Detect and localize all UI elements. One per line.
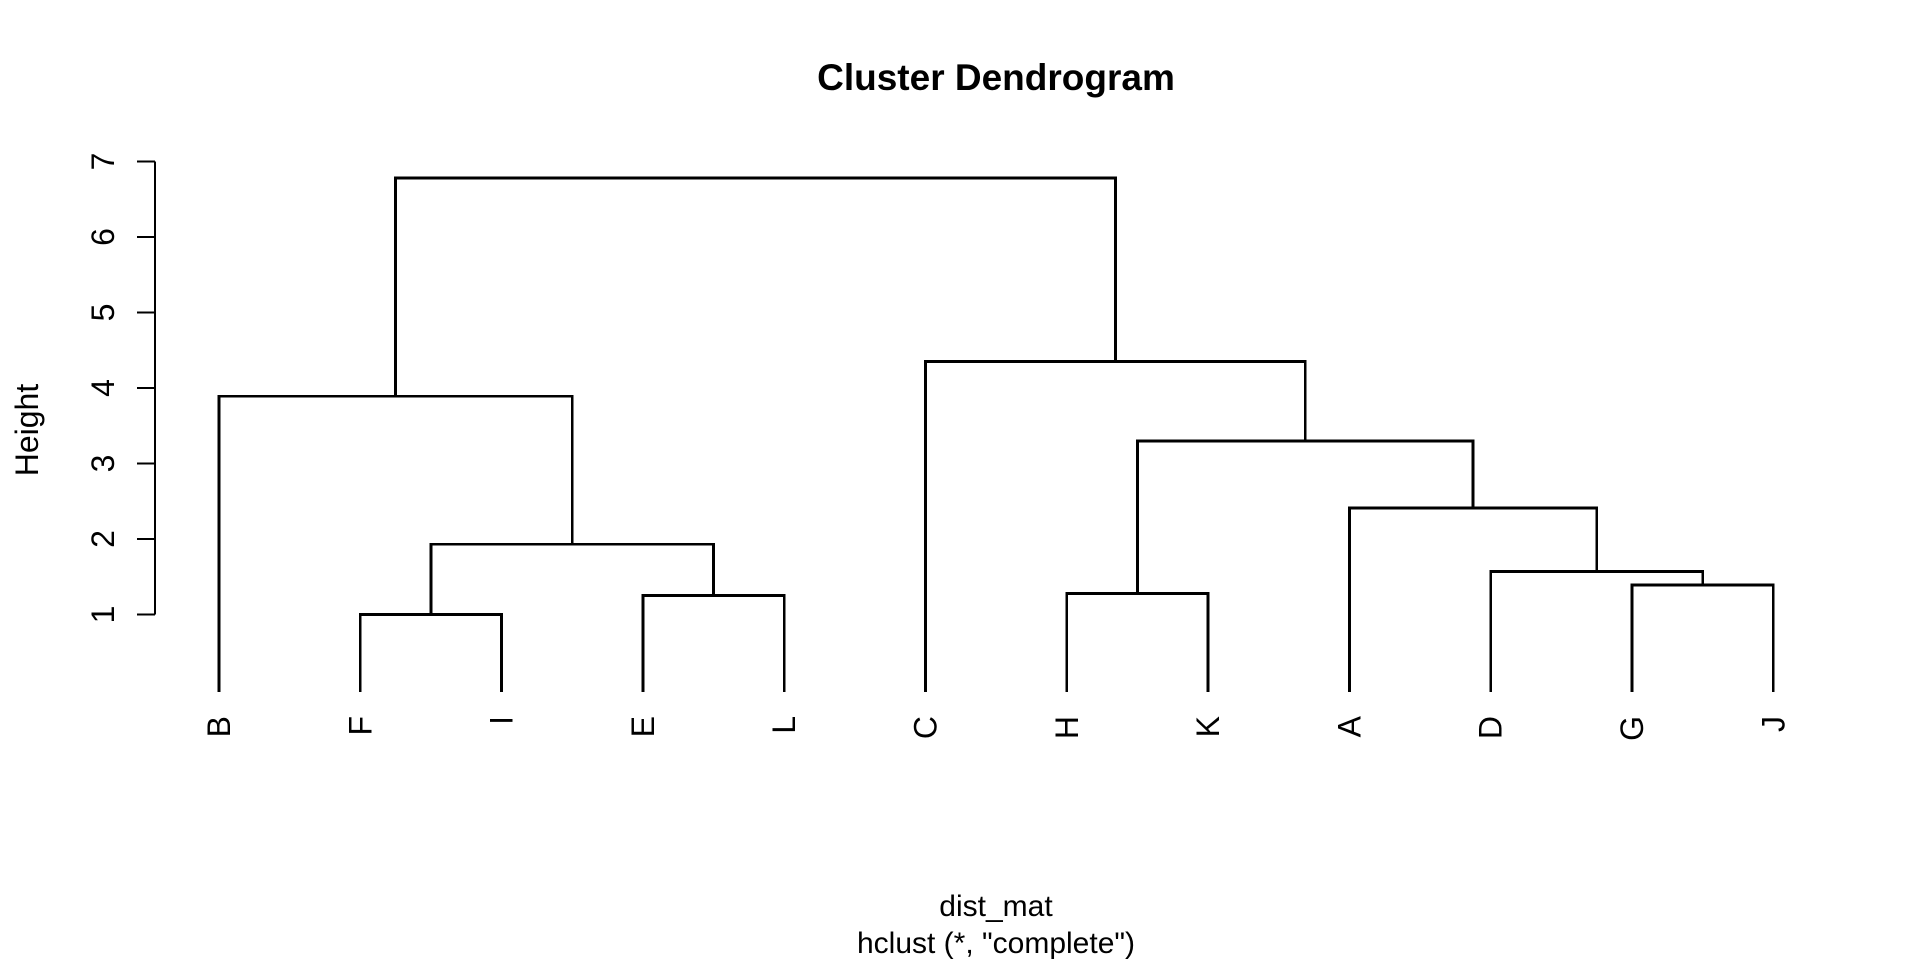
dendrogram-link-FI-EL — [429, 542, 715, 615]
dendrogram-link-F-I — [358, 613, 503, 692]
x-axis-label: dist_mat — [939, 890, 1053, 923]
leaf-label-A: A — [1331, 715, 1367, 737]
dendrogram-link-root — [394, 176, 1117, 397]
y-axis-tick-label: 2 — [85, 530, 121, 548]
leaf-label-L: L — [766, 716, 802, 734]
dendrogram-link-C-HKADGJ — [924, 360, 1307, 692]
dendrogram-link-HK-ADGJ — [1136, 439, 1475, 594]
subtitle-method: hclust (*, "complete") — [857, 927, 1135, 960]
leaf-label-B: B — [201, 716, 237, 737]
leaf-label-I: I — [484, 716, 520, 725]
dendrogram-links — [217, 176, 1775, 692]
dendrogram-link-H-K — [1065, 591, 1210, 692]
plot-title: Cluster Dendrogram — [817, 57, 1175, 98]
y-axis-tick-label: 7 — [85, 153, 121, 171]
y-axis-tick-label: 4 — [85, 379, 121, 397]
dendrogram-link-A-DGJ — [1348, 506, 1599, 692]
dendrogram-link-E-L — [641, 594, 786, 692]
leaf-label-G: G — [1614, 716, 1650, 741]
y-axis-tick-label: 5 — [85, 304, 121, 322]
y-axis: 1 2 3 4 5 6 7 — [85, 153, 157, 624]
leaf-label-J: J — [1755, 716, 1791, 732]
leaf-label-F: F — [342, 716, 378, 736]
y-axis-tick-label: 3 — [85, 455, 121, 473]
leaf-label-C: C — [908, 716, 944, 739]
leaf-label-K: K — [1190, 716, 1226, 737]
leaf-label-D: D — [1473, 716, 1509, 739]
dendrogram-link-G-J — [1630, 583, 1775, 692]
y-axis-tick-label: 6 — [85, 228, 121, 246]
y-axis-tick-label: 1 — [85, 606, 121, 624]
leaf-label-H: H — [1049, 716, 1085, 739]
y-axis-label: Height — [9, 384, 45, 477]
dendrogram-link-D-GJ — [1489, 570, 1705, 692]
leaf-label-E: E — [625, 716, 661, 737]
